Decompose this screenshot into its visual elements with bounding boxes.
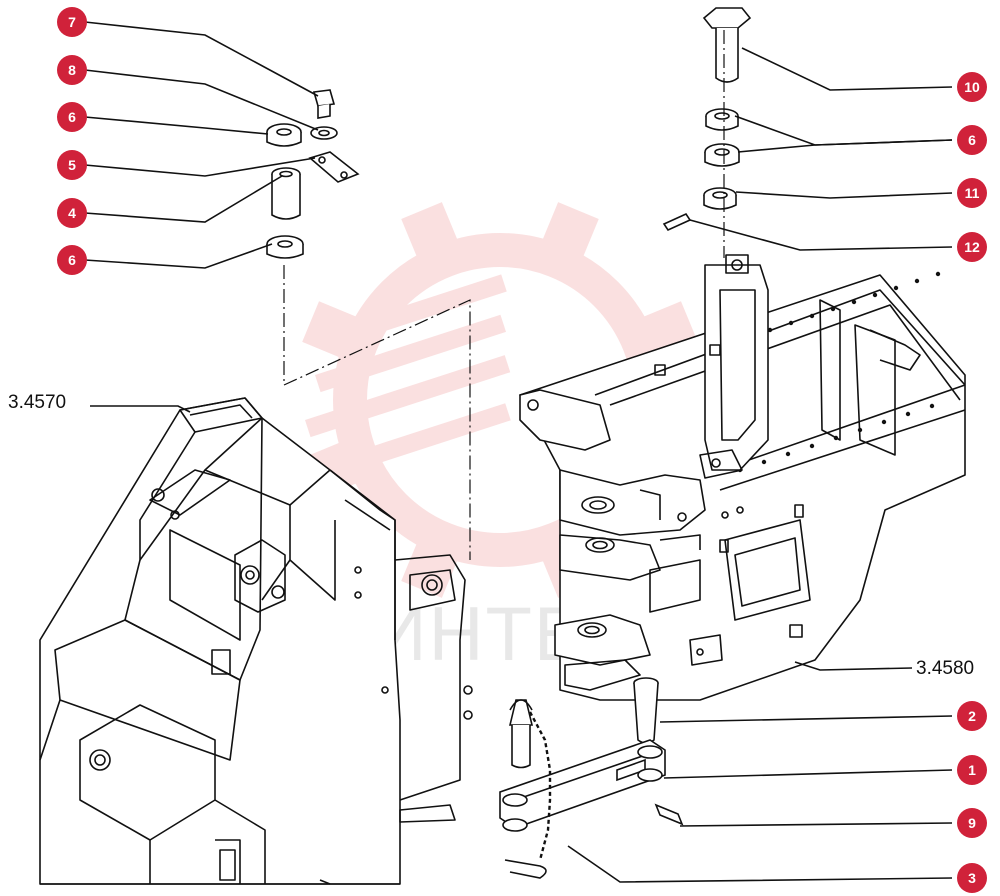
callout-number: 7 — [68, 14, 76, 30]
rivet-hole — [785, 451, 791, 457]
callout-circle — [957, 72, 987, 102]
callout-number: 6 — [68, 252, 76, 268]
rivet-hole — [872, 292, 878, 298]
callout-number: 3 — [968, 870, 976, 886]
callout-number: 11 — [965, 185, 980, 201]
callout-circle — [57, 7, 87, 37]
callout-number: 4 — [68, 205, 76, 221]
callout-circle — [957, 808, 987, 838]
callout-badge-c6b: 6 — [57, 245, 87, 275]
watermark-gear-tooth — [401, 202, 462, 266]
leader-lines — [84, 21, 953, 883]
callout-badges: 7 8 6 5 4 6 10 6 11 12 2 1 9 3 — [57, 7, 987, 893]
callout-number: 5 — [68, 157, 76, 173]
callout-number: 6 — [968, 132, 976, 148]
rivet-hole — [767, 327, 773, 333]
rivet-hole — [788, 320, 794, 326]
callout-badge-c6c: 6 — [957, 125, 987, 155]
watermark-stripe — [304, 355, 511, 438]
callout-circle — [957, 701, 987, 731]
assembly-label-left: 3.4570 — [8, 392, 66, 413]
callout-badge-c4: 4 — [57, 198, 87, 228]
rivet-hole — [809, 443, 815, 449]
rivet-hole — [809, 313, 815, 319]
callout-badge-c12: 12 — [957, 232, 987, 262]
rivet-hole — [881, 419, 887, 425]
callout-badge-c2: 2 — [957, 701, 987, 731]
rivet-hole — [851, 299, 857, 305]
watermark-stripe — [315, 314, 507, 393]
rivet-hole — [914, 278, 920, 284]
callout-number: 12 — [964, 239, 980, 255]
assembly-label-right: 3.4580 — [916, 658, 974, 679]
watermark-stripe — [315, 403, 511, 483]
callout-number: 9 — [968, 815, 976, 831]
callout-circle — [57, 245, 87, 275]
callout-badge-c5: 5 — [57, 150, 87, 180]
callout-badge-c9: 9 — [957, 808, 987, 838]
callout-circle — [57, 198, 87, 228]
rivet-hole — [893, 285, 899, 291]
right-exploded-parts — [499, 7, 752, 879]
callout-number: 8 — [68, 62, 76, 78]
callout-badge-c1: 1 — [957, 755, 987, 785]
watermark-stripe — [330, 274, 507, 348]
callout-badge-c8: 8 — [57, 55, 87, 85]
callout-circle — [57, 150, 87, 180]
callout-circle — [957, 863, 987, 893]
rivet-hole — [929, 403, 935, 409]
callout-circle — [957, 232, 987, 262]
callout-circle — [57, 102, 87, 132]
rivet-hole — [935, 271, 941, 277]
watermark-gear-tooth — [538, 202, 599, 266]
callout-badge-c11: 11 — [957, 178, 987, 208]
left-exploded-parts — [266, 89, 471, 560]
watermark-gear-tooth — [401, 534, 462, 598]
callout-number: 10 — [964, 79, 980, 95]
callout-circle — [957, 178, 987, 208]
left-frame-drawing — [39, 397, 473, 885]
callout-badge-c3: 3 — [957, 863, 987, 893]
callout-number: 2 — [968, 708, 976, 724]
callout-circle — [57, 55, 87, 85]
callout-circle — [957, 755, 987, 785]
right-frame-drawing — [519, 254, 966, 701]
callout-badge-c6a: 6 — [57, 102, 87, 132]
rivet-hole — [905, 411, 911, 417]
callout-badge-c10: 10 — [957, 72, 987, 102]
callout-badge-c7: 7 — [57, 7, 87, 37]
callout-number: 6 — [68, 109, 76, 125]
callout-number: 1 — [968, 762, 976, 778]
rivet-hole — [761, 459, 767, 465]
callout-circle — [957, 125, 987, 155]
